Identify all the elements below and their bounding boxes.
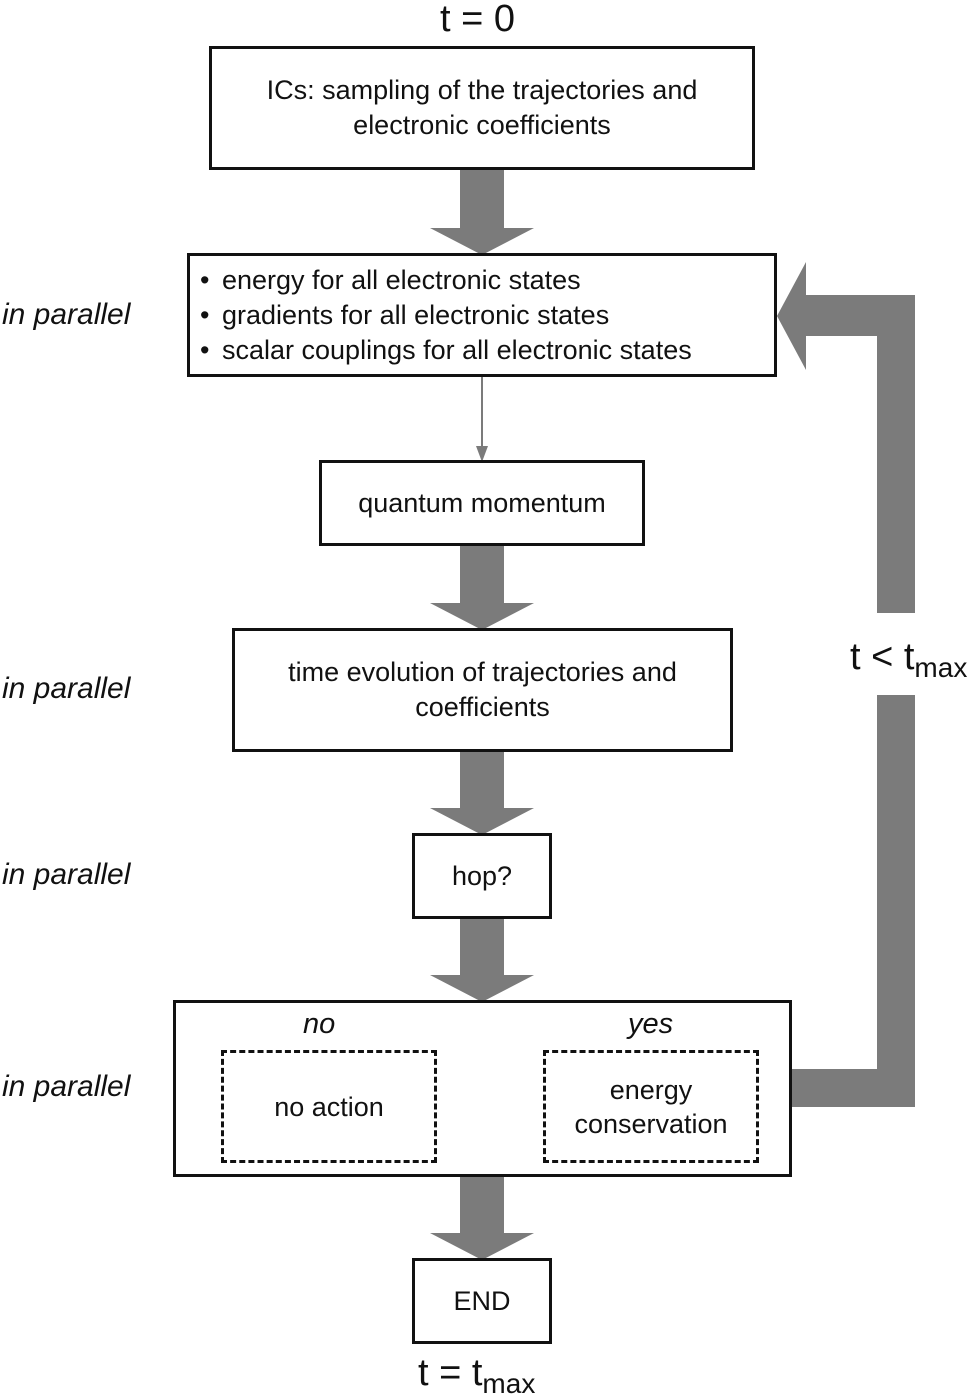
t-start-label: t = 0 (440, 0, 515, 40)
energy-conservation-box: energy conservation (543, 1050, 759, 1163)
evolution-line-2: coefficients (415, 692, 550, 722)
quantum-momentum-box: quantum momentum (319, 460, 645, 546)
parallel-label-compute: in parallel (2, 298, 131, 331)
loop-arrow-lower (790, 695, 915, 1107)
time-evolution-box: time evolution of trajectories and coeff… (232, 628, 733, 752)
parallel-label-decision: in parallel (2, 1070, 131, 1103)
arrow-quantum-to-evolution (430, 544, 534, 630)
no-action-text: no action (274, 1091, 384, 1122)
arrow-evolution-to-hop (430, 751, 534, 835)
t-end-label: t = tmax (418, 1352, 536, 1399)
hop-text: hop? (451, 860, 513, 891)
compute-box: energy for all electronic states gradien… (187, 253, 777, 377)
compute-item-energy: energy for all electronic states (196, 263, 692, 298)
end-box: END (412, 1258, 552, 1344)
evolution-line-1: time evolution of trajectories and (288, 657, 677, 687)
energy-line-1: energy (609, 1074, 693, 1105)
loop-arrow-upper (777, 262, 915, 613)
hop-box: hop? (412, 833, 552, 919)
compute-list: energy for all electronic states gradien… (196, 263, 692, 368)
arrow-decision-to-end (430, 1175, 534, 1260)
quantum-momentum-text: quantum momentum (358, 487, 606, 518)
loop-condition-label: t < tmax (850, 636, 968, 683)
energy-line-2: conservation (574, 1108, 728, 1139)
no-action-box: no action (221, 1050, 437, 1163)
arrow-init-to-compute (430, 168, 534, 255)
compute-item-gradients: gradients for all electronic states (196, 298, 692, 333)
no-branch-label: no (303, 1008, 336, 1040)
parallel-label-evolution: in parallel (2, 672, 131, 705)
init-line-1: ICs: sampling of the trajectories and (266, 75, 698, 105)
yes-branch-label: yes (628, 1008, 674, 1040)
arrow-hop-to-decision (430, 917, 534, 1002)
compute-item-couplings: scalar couplings for all electronic stat… (196, 333, 692, 368)
end-text: END (453, 1285, 511, 1316)
init-line-2: electronic coefficients (353, 110, 611, 140)
init-box: ICs: sampling of the trajectories and el… (209, 46, 755, 170)
decision-box (173, 1000, 792, 1177)
parallel-label-hop: in parallel (2, 858, 131, 891)
